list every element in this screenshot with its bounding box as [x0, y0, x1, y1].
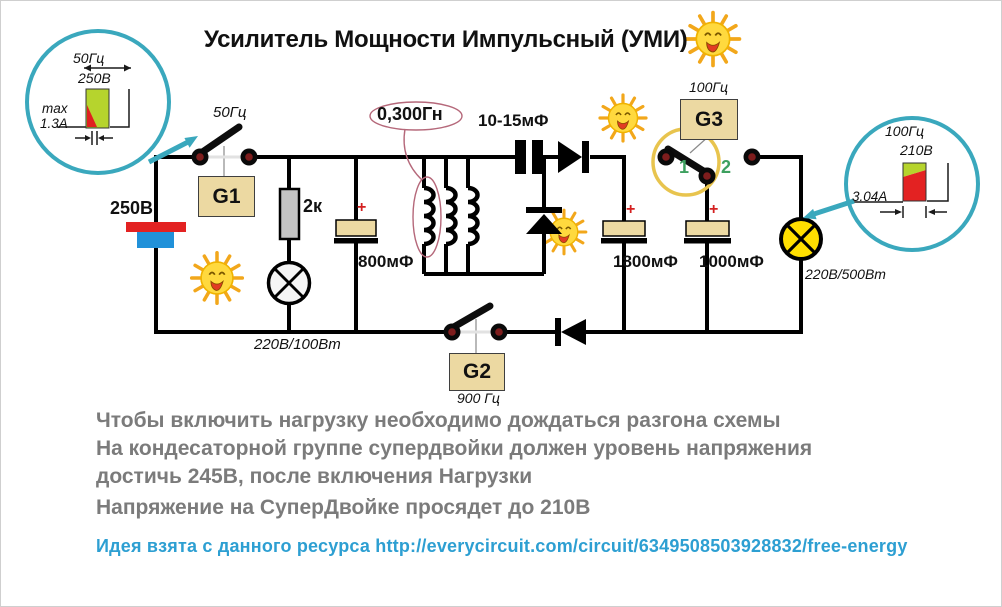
series-capacitor-icon [515, 140, 543, 174]
sun-icon [189, 250, 245, 306]
note-line: достичь 245В, после включения Нагрузки [96, 465, 533, 488]
switch-g1[interactable] [197, 123, 243, 157]
source-link[interactable]: Идея взята с данного ресурса http://ever… [96, 536, 908, 556]
g2-frequency: 900 Гц [457, 390, 500, 406]
resistor-label: 2к [303, 196, 323, 216]
g3-position-2: 2 [721, 157, 732, 177]
polarity-plus: + [626, 201, 636, 218]
probe-left-current: 1.3A [40, 116, 68, 131]
switch-g2[interactable] [448, 302, 494, 332]
battery-voltage-label: 250В [110, 198, 154, 218]
generator-g1-label: G1 [212, 184, 241, 208]
generator-g2-box: G2 [449, 353, 505, 391]
page-title: Усилитель Мощности Импульсный (УМИ) [204, 26, 688, 53]
sun-icon [598, 93, 648, 143]
g3-position-1: 1 [679, 157, 690, 177]
lamp-icon-small [266, 260, 312, 306]
probe-arrow-left [147, 136, 198, 165]
g1-frequency: 50Гц [213, 104, 247, 121]
probe-right-voltage: 210В [900, 142, 933, 158]
generator-g1-box: G1 [198, 176, 255, 217]
circuit-wires [154, 155, 803, 334]
capacitor-1800-icon [601, 220, 647, 244]
probe-left-max: max [42, 101, 68, 116]
switch-g3[interactable] [664, 145, 709, 176]
battery-icon [126, 222, 186, 248]
current-spike [87, 105, 97, 127]
generator-g3-label: G3 [694, 107, 723, 131]
diode-shunt-icon [526, 207, 562, 234]
capacitor-800-icon [334, 219, 378, 244]
switch-open-gaps [207, 155, 493, 334]
probe-right-current: 3.04A [852, 189, 888, 204]
polarity-plus: + [709, 201, 719, 218]
g3-frequency: 100Гц [689, 79, 728, 95]
inductance-label: 0,300Гн [377, 104, 443, 124]
lamp-icon-large [779, 217, 823, 261]
diode-bottom-icon [555, 318, 586, 346]
magnifier-right [844, 116, 980, 252]
polarity-plus: + [357, 199, 367, 216]
generator-g3-box: G3 [680, 99, 738, 140]
sun-icon [684, 10, 742, 68]
lamp-small-label: 220В/100Вт [254, 336, 341, 353]
cap-series-label: 10-15мФ [478, 111, 549, 130]
cap-1800-label: 1800мФ [613, 252, 678, 271]
lamp-big-label: 220В/500Вт [805, 266, 886, 282]
probe-right-freq: 100Гц [885, 123, 924, 139]
note-line: Чтобы включить нагрузку необходимо дожда… [96, 409, 781, 432]
note-line: На кондесаторной группе супердвойки долж… [96, 437, 813, 460]
inductor-coils-icon [423, 185, 480, 247]
note-line: Напряжение на СуперДвойке просядет до 21… [96, 496, 591, 519]
capacitor-1000-icon [684, 220, 731, 244]
probe-left-freq: 50Гц [73, 50, 105, 66]
generator-g2-label: G2 [462, 360, 491, 383]
inductance-callout [369, 101, 463, 258]
cap-800-label: 800мФ [358, 252, 414, 271]
switch-contacts [191, 148, 761, 341]
probe-arrow-right [803, 198, 855, 220]
magnifier-left [25, 29, 171, 175]
probe-left-voltage: 250В [78, 70, 111, 86]
cap-1000-label: 1000мФ [699, 252, 764, 271]
diode-series-icon [558, 141, 589, 173]
resistor-icon [278, 187, 301, 241]
